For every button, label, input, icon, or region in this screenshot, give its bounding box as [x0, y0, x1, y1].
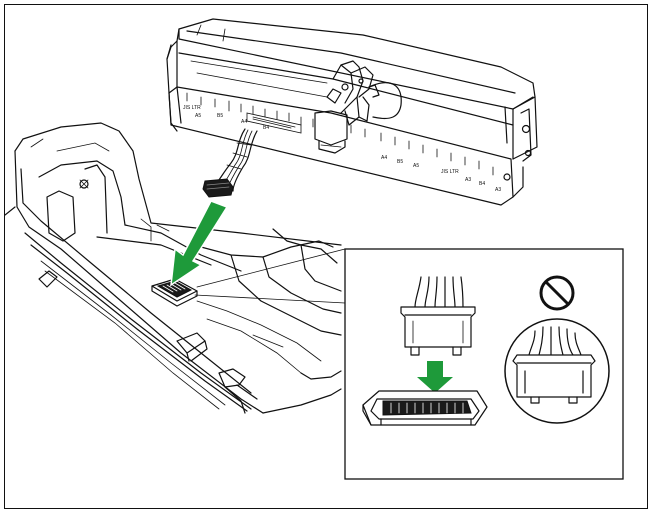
figure-frame: JIS LTR A5 B5 A4 B4 A4 B5 A5 JIS LTR A3 … — [4, 4, 648, 509]
scale-label: B4 — [263, 125, 269, 131]
scale-ticks — [186, 92, 494, 176]
scale-label: B5 — [397, 159, 403, 165]
connector-plug — [400, 276, 476, 356]
insert-direction-arrow — [170, 200, 229, 287]
detail-inset — [344, 248, 624, 480]
small-down-arrow — [417, 361, 453, 393]
callout-line — [194, 294, 346, 304]
callout-line — [196, 248, 346, 288]
prohibition-icon — [539, 275, 575, 311]
ribbon-cable — [202, 128, 258, 198]
scale-label: B4 — [479, 181, 485, 187]
scale-label: A4 — [381, 155, 387, 161]
board-connector-socket — [151, 278, 198, 307]
printer-body — [5, 122, 342, 414]
scale-label: JIS LTR — [441, 169, 459, 175]
wrong-orientation-detail — [504, 318, 610, 424]
lever-mechanism — [326, 60, 402, 126]
scale-label: A4 — [241, 119, 247, 125]
carriage-assembly: JIS LTR A5 B5 A4 B4 A4 B5 A5 JIS LTR A3 … — [166, 18, 538, 206]
illustration: JIS LTR A5 B5 A4 B4 A4 B5 A5 JIS LTR A3 … — [5, 18, 624, 480]
scale-label: A3 — [465, 177, 471, 183]
scale-label: A5 — [195, 113, 201, 119]
connector-receptacle — [362, 390, 488, 426]
scale-label: A3 — [495, 187, 501, 193]
scale-label: A5 — [413, 163, 419, 169]
scale-label: JIS LTR — [183, 105, 201, 111]
scale-label: B5 — [217, 113, 223, 119]
